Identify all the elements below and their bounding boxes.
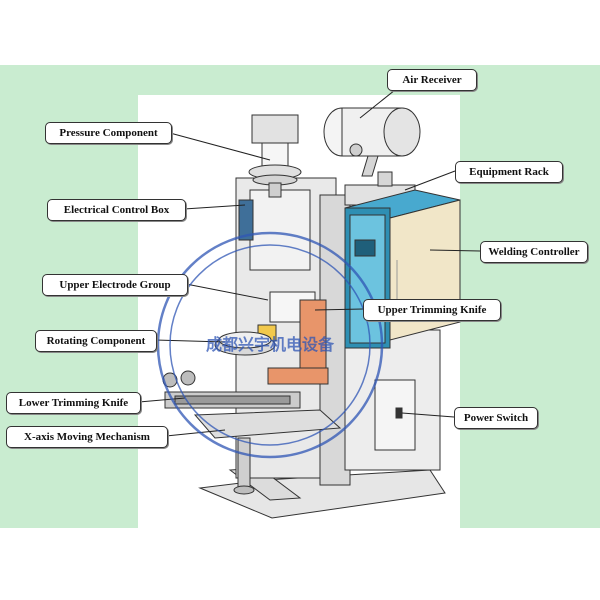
label-welding-controller: Welding Controller <box>480 241 588 263</box>
label-lower-trimming-knife: Lower Trimming Knife <box>6 392 141 414</box>
leader-upper-trimming <box>314 308 364 311</box>
leader-upper-electrode <box>185 283 269 301</box>
lower-trimming-knife <box>162 370 301 409</box>
leader-rotating <box>154 339 226 343</box>
pressure-rod <box>268 182 282 198</box>
leader-air-receiver <box>359 85 401 119</box>
label-upper-electrode-group: Upper Electrode Group <box>42 274 188 296</box>
power-switch-knob <box>395 407 403 419</box>
label-power-switch: Power Switch <box>454 407 538 429</box>
label-equipment-rack: Equipment Rack <box>455 161 563 183</box>
leader-lower-trimming <box>138 397 186 403</box>
label-rotating-component: Rotating Component <box>35 330 157 352</box>
electrode-assembly <box>257 291 329 385</box>
leader-x-axis <box>165 429 226 437</box>
leader-electrical <box>183 204 246 210</box>
label-air-receiver: Air Receiver <box>387 69 477 91</box>
equipment-rack-stand <box>377 171 393 187</box>
pressure-cylinder-top <box>251 114 299 144</box>
lower-cabinet-door <box>374 379 416 451</box>
head-housing <box>249 189 311 271</box>
welding-controller-cabinet <box>344 189 461 349</box>
label-electrical-control-box: Electrical Control Box <box>47 199 186 221</box>
label-upper-trimming-knife: Upper Trimming Knife <box>363 299 501 321</box>
stamp-text-cn: 成都兴宇机电设备 <box>206 335 335 354</box>
label-pressure-component: Pressure Component <box>45 122 172 144</box>
label-x-axis-moving-mechanism: X-axis Moving Mechanism <box>6 426 168 448</box>
air-receiver-tank <box>323 107 421 177</box>
x-axis-moving-mechanism <box>193 409 342 495</box>
leader-power-switch <box>401 412 455 418</box>
company-stamp-watermark: 成都兴宇机电设备 <box>156 231 384 459</box>
leader-equipment-rack <box>404 170 456 191</box>
electrical-control-box <box>238 199 254 241</box>
leader-pressure <box>169 132 271 161</box>
rotating-component <box>214 331 276 356</box>
leader-welding <box>429 249 481 252</box>
